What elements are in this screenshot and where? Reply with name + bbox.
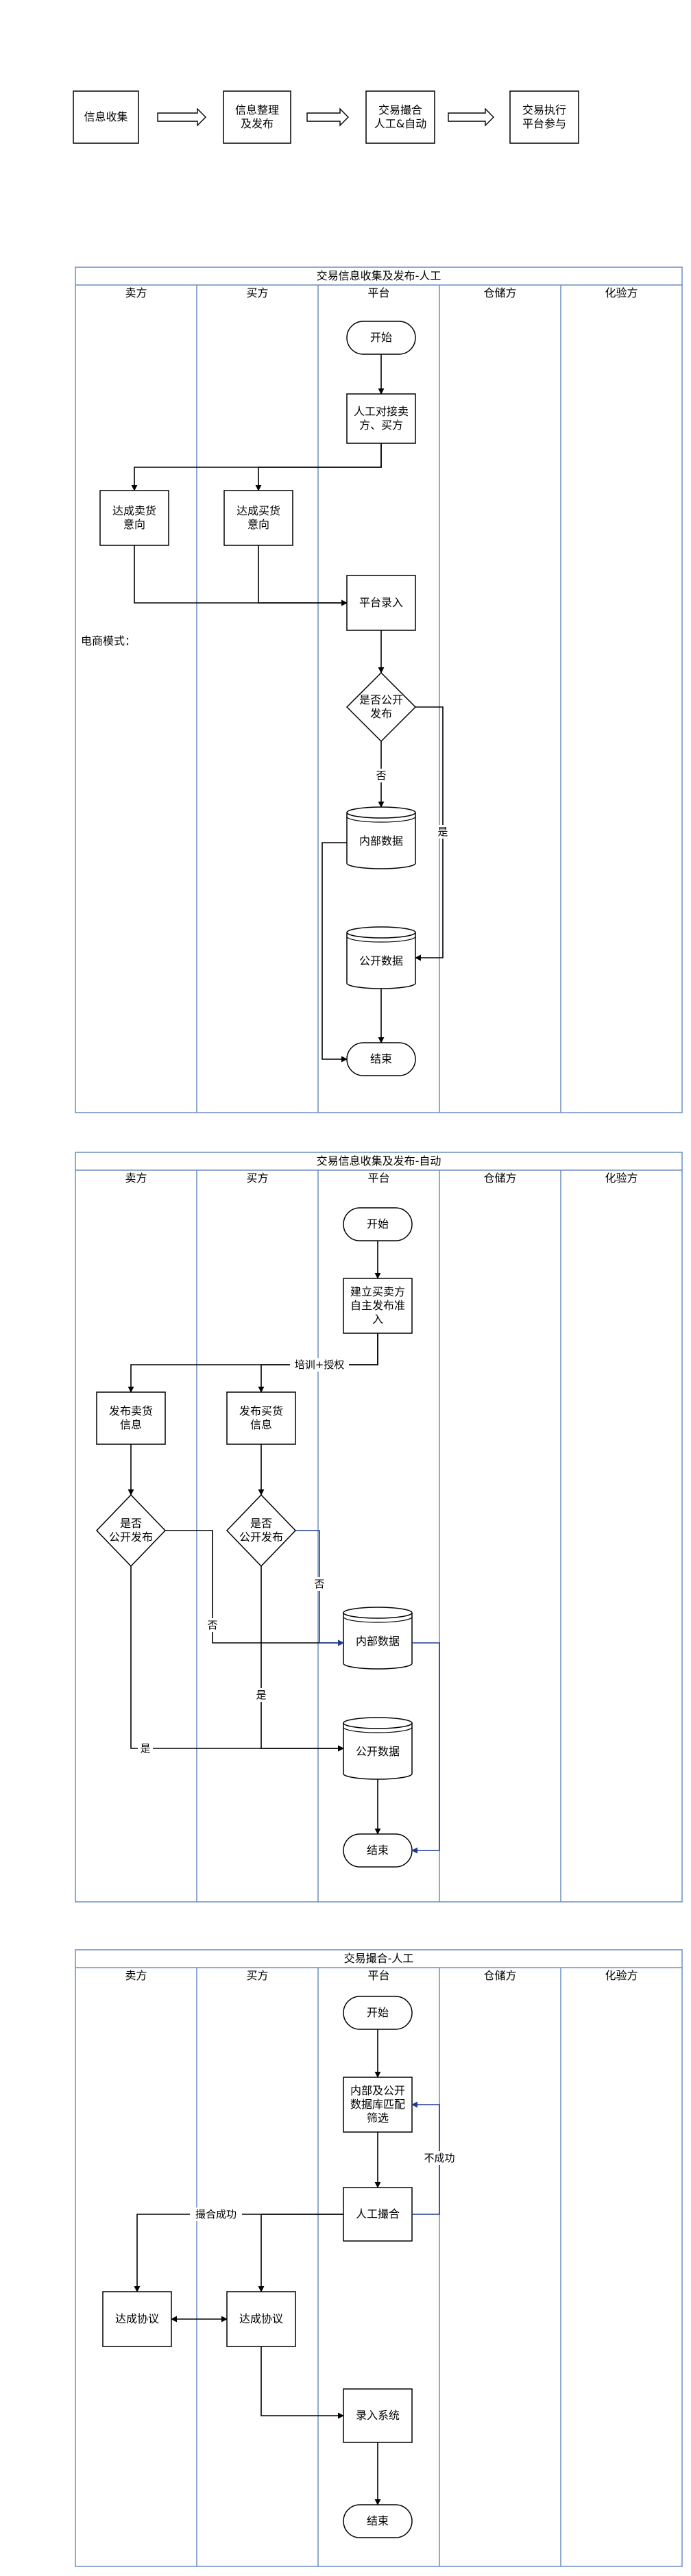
p1-internal-cylinder — [346, 806, 416, 869]
p2-setup-box — [343, 1278, 413, 1334]
p3-agree-b-box — [226, 2291, 296, 2347]
p3-match-box — [343, 2077, 413, 2133]
p1-end-terminal — [346, 1042, 416, 1076]
p2-internal-cylinder-rim2 — [343, 1616, 413, 1623]
p2-e6-connector — [165, 1530, 344, 1646]
p2-dec-s-diamond — [95, 1494, 167, 1568]
p2-buypub-box — [226, 1391, 296, 1445]
p1-public-cylinder — [346, 926, 416, 989]
p1-buy-box — [223, 490, 293, 546]
p2-sellpub-box — [96, 1391, 166, 1445]
p2-end-terminal — [343, 1833, 413, 1868]
p3-end-terminal — [343, 2504, 413, 2538]
p2-e11-connector — [411, 1642, 440, 1854]
p1-e8-connector — [415, 706, 444, 961]
p2-e8-connector — [260, 1566, 344, 1752]
p2-start-terminal — [343, 1207, 413, 1241]
p1-decide-diamond — [346, 671, 417, 743]
p2-e9-connector — [130, 1566, 344, 1752]
p3-start-terminal — [343, 1996, 413, 2030]
p2-e7-connector — [295, 1530, 344, 1646]
p3-record-box — [343, 2388, 413, 2443]
p2-internal-cylinder-rim — [343, 1612, 413, 1619]
p2-public-cylinder-rim — [343, 1722, 413, 1729]
overview-step-4-box — [509, 90, 579, 144]
overview-step-1-box — [73, 90, 139, 144]
p2-public-cylinder-rim2 — [343, 1726, 413, 1733]
p3-manual-box — [343, 2187, 413, 2242]
overview-step-2-box — [223, 90, 291, 144]
overview-arrow-2 — [306, 108, 349, 127]
p1-public-cylinder-rim — [346, 932, 416, 939]
panel-2-frame — [75, 1152, 683, 1903]
p1-entry-box — [346, 575, 416, 631]
p1-internal-cylinder-rim — [346, 812, 416, 819]
p1-e9-connector — [322, 842, 348, 1063]
p3-e4-connector — [134, 2214, 343, 2292]
overview-step-3-box — [365, 90, 435, 144]
p2-dec-b-diamond — [226, 1494, 297, 1568]
p2-public-cylinder — [343, 1717, 413, 1780]
p3-e3-connector — [411, 2101, 440, 2215]
p1-contact-box — [346, 393, 416, 444]
p2-e3-connector — [258, 1333, 378, 1393]
p3-agree-s-box — [102, 2291, 172, 2347]
p3-e5-connector — [258, 2214, 343, 2292]
p1-public-cylinder-rim2 — [346, 936, 416, 943]
p1-sell-box — [99, 490, 169, 546]
p1-start-terminal — [346, 321, 416, 355]
overview-arrow-1 — [157, 108, 206, 127]
p1-internal-cylinder-rim2 — [346, 816, 416, 823]
p2-e2-connector — [128, 1333, 378, 1393]
panel-1-frame — [75, 267, 683, 1113]
panel-3-frame — [75, 1949, 683, 2567]
p1-e4-connector — [134, 545, 348, 606]
p3-e7-connector — [260, 2346, 344, 2419]
p1-e3-connector — [255, 443, 382, 491]
p1-e5-connector — [258, 545, 348, 606]
overview-arrow-3 — [448, 108, 494, 127]
p2-internal-cylinder — [343, 1607, 413, 1670]
